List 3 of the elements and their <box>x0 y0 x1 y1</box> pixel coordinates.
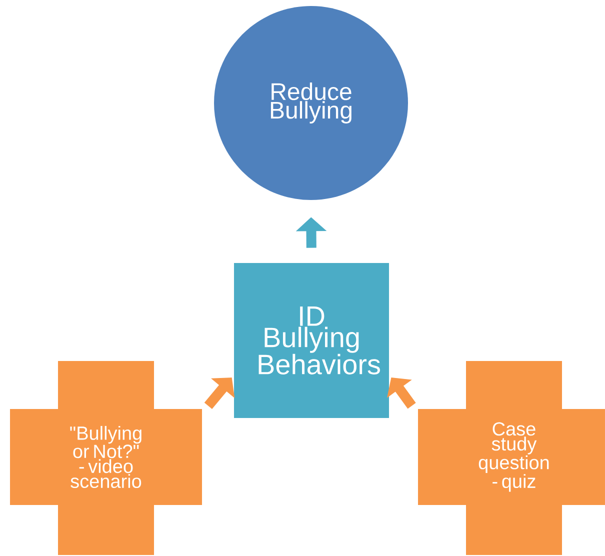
block-arrow <box>386 378 416 409</box>
process-box: ID Bullying Behaviors <box>234 263 389 418</box>
circle-node: Reduce Bullying <box>214 6 408 200</box>
